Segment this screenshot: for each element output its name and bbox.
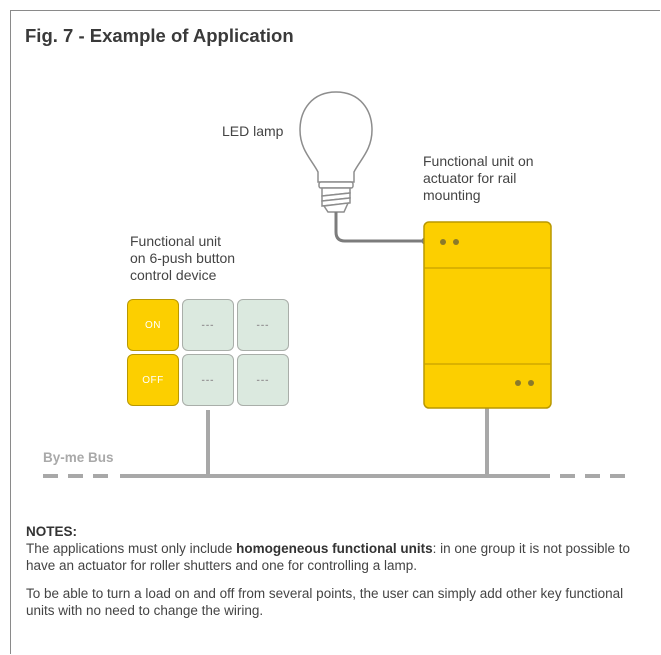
- on-button[interactable]: ON: [127, 299, 179, 351]
- led-lamp-label: LED lamp: [222, 123, 284, 139]
- rail-actuator: [423, 221, 552, 409]
- control-unit-label: Functional unit on 6-push button control…: [130, 233, 236, 283]
- notes-paragraph-2: To be able to turn a load on and off fro…: [26, 586, 624, 618]
- key-button-5[interactable]: ---: [182, 354, 234, 406]
- lamp-wire: [334, 212, 424, 243]
- figure-frame: [10, 10, 660, 654]
- led-lamp-icon: [299, 91, 373, 213]
- notes-paragraph-1: The applications must only include homog…: [26, 540, 646, 574]
- bus-label: By-me Bus: [43, 450, 114, 465]
- notes-p1-bold: homogeneous functional units: [236, 541, 433, 556]
- notes-p1-text: The applications must only include: [26, 541, 237, 556]
- key-button-2[interactable]: ---: [182, 299, 234, 351]
- figure-title: Fig. 7 - Example of Application: [25, 25, 294, 46]
- actuator-unit-label: Functional unit on actuator for rail mou…: [423, 153, 534, 203]
- off-button[interactable]: OFF: [127, 354, 179, 406]
- notes-heading: NOTES:: [26, 524, 78, 539]
- notes-p1-text-end: : in one group it is not possible to hav…: [26, 541, 630, 573]
- key-button-6[interactable]: ---: [237, 354, 289, 406]
- key-button-3[interactable]: ---: [237, 299, 289, 351]
